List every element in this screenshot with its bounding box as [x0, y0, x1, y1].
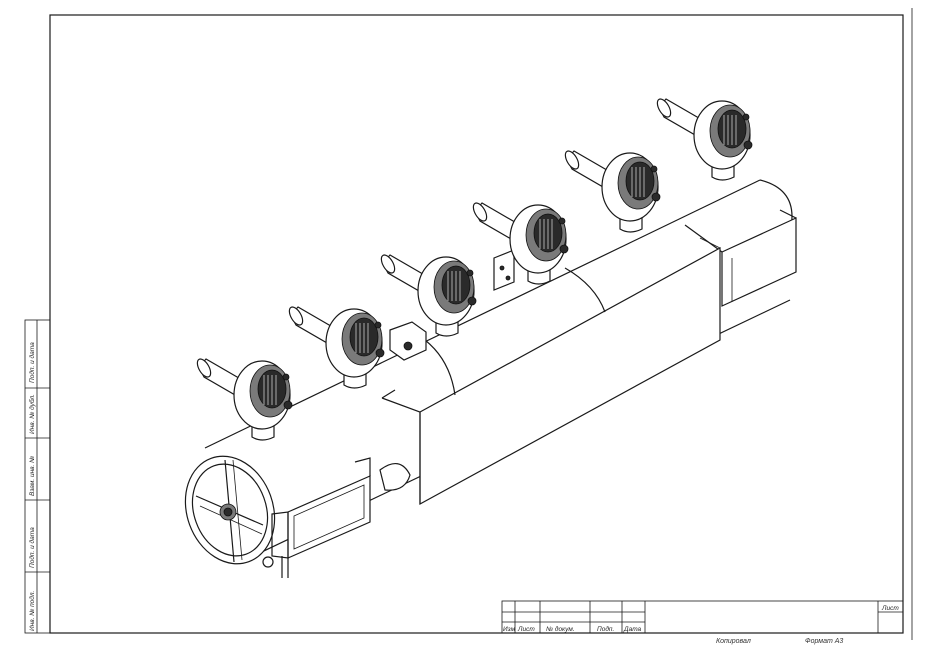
burner-unit: [288, 306, 385, 389]
side-stamp-frame: [24, 319, 51, 634]
burner-bolt: [467, 296, 477, 306]
burner-bolt: [743, 140, 753, 150]
junction-box: [389, 321, 427, 361]
copied-label: Копировал: [716, 638, 751, 645]
long-shield-back: [381, 389, 396, 399]
burner-tube-end: [380, 254, 396, 274]
burner-bolt: [558, 217, 566, 225]
title-block-label: Дата: [623, 626, 642, 633]
shield-curve: [564, 267, 606, 313]
burner-tube-end: [196, 358, 212, 378]
sheet-label: Лист: [881, 605, 899, 612]
handwheel-spoke: [199, 505, 263, 535]
title-block-label: Подп.: [597, 625, 614, 633]
nameplate-tab: [354, 457, 371, 476]
mounting-plate: [493, 249, 515, 291]
burner-bolt: [559, 244, 569, 254]
title-block-label: Изм: [503, 626, 516, 633]
burner-tube-end: [288, 306, 304, 326]
handwheel-rim-inner: [191, 463, 269, 557]
burner-unit: [472, 202, 569, 285]
shield-curve: [424, 339, 456, 396]
burner-bolt: [283, 400, 293, 410]
right-housing-lip: [684, 224, 723, 253]
handwheel: [184, 455, 276, 568]
nameplate-plate: [287, 475, 371, 559]
burner-unit: [196, 358, 293, 441]
long-shield-lip: [381, 397, 421, 504]
side-stamp-label: Взам. инв. №: [29, 456, 36, 496]
junction-box-face: [389, 321, 427, 361]
long-shield: [379, 237, 721, 506]
nameplate-inner: [293, 484, 365, 550]
format-label: Формат A3: [805, 638, 843, 645]
burner-bolt: [375, 348, 385, 358]
burner-tube-end: [656, 98, 672, 118]
burner-unit: [380, 254, 477, 337]
pipe-top-edge: [204, 179, 761, 449]
nameplate: [271, 457, 371, 578]
right-housing-face: [721, 217, 797, 307]
burner-tube-end: [564, 150, 580, 170]
pipe-front-bulge: [379, 463, 411, 491]
mounting-plate-hole: [499, 265, 505, 271]
burner-bolt: [282, 373, 290, 381]
side-stamp-label: Подп. и дата: [28, 342, 36, 383]
side-stamp-label: Инв. № подл.: [28, 590, 36, 631]
burner-unit: [656, 98, 753, 181]
mounting-plate-face: [493, 249, 515, 291]
side-stamp: Подп. и дата Инв. № дубл. Взам. инв. № П…: [24, 319, 51, 634]
burner-bolt: [466, 269, 474, 277]
long-shield-inner: [699, 237, 721, 249]
burner-bolt: [651, 192, 661, 202]
right-housing: [684, 209, 797, 307]
side-stamp-label: Подп. и дата: [28, 527, 36, 568]
title-block: Изм Лист № докум. Подп. Дата Лист Копиро…: [501, 600, 904, 645]
burner-bolt: [374, 321, 382, 329]
burner-unit: [564, 150, 661, 233]
handwheel-spoke: [232, 459, 243, 561]
burner-bolt: [742, 113, 750, 121]
valve-nut: [262, 556, 274, 568]
side-stamp-label: Инв. № дубл.: [28, 394, 36, 434]
title-block-label: № докум.: [546, 625, 575, 633]
handwheel-hub-center: [223, 507, 233, 517]
mounting-plate-hole: [505, 275, 511, 281]
burner-group: [196, 98, 753, 441]
title-block-label: Лист: [517, 626, 535, 633]
burner-bolt: [650, 165, 658, 173]
junction-box-screw: [403, 341, 413, 351]
title-block-frame: [501, 600, 904, 634]
right-housing-top: [779, 209, 797, 219]
drawing-frame: [49, 14, 904, 634]
burner-tube-end: [472, 202, 488, 222]
